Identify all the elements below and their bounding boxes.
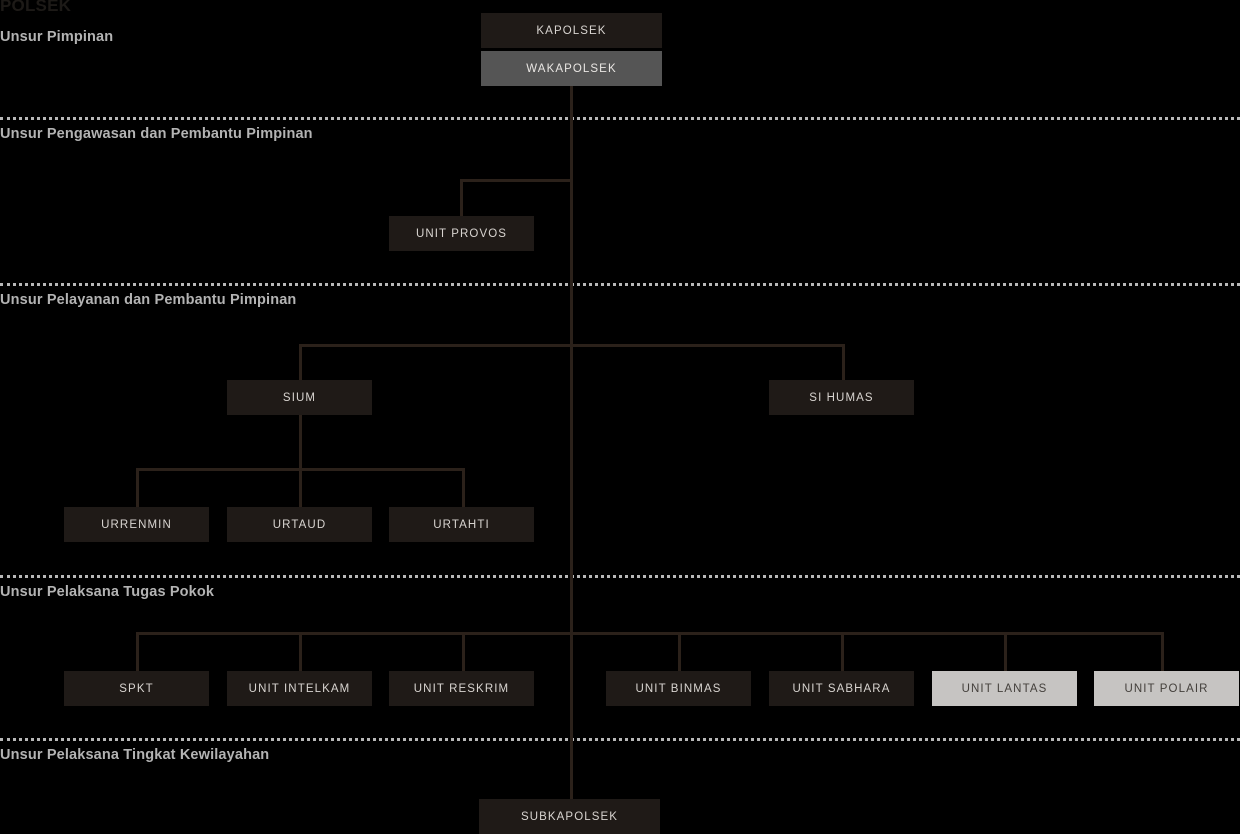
connector-urrenmin-drop: [136, 468, 139, 507]
node-unit-binmas[interactable]: UNIT BINMAS: [606, 671, 751, 706]
node-wakapolsek[interactable]: WAKAPOLSEK: [481, 51, 662, 86]
trunk-line-upper: [570, 86, 573, 344]
section-label-pelayanan: Unsur Pelayanan dan Pembantu Pimpinan: [0, 292, 297, 308]
trunk-line-middle: [570, 344, 573, 633]
node-urtaud[interactable]: URTAUD: [227, 507, 372, 542]
divider-pimpinan: [0, 117, 1240, 120]
connector-pelaksana-bus: [136, 632, 1164, 635]
trunk-line-lower: [570, 633, 573, 799]
connector-sium-stem: [299, 415, 302, 468]
node-sium[interactable]: SIUM: [227, 380, 372, 415]
node-unit-provos[interactable]: UNIT PROVOS: [389, 216, 534, 251]
node-unit-intelkam[interactable]: UNIT INTELKAM: [227, 671, 372, 706]
connector-binmas-drop: [678, 632, 681, 671]
node-subkapolsek[interactable]: SUBKAPOLSEK: [479, 799, 660, 834]
node-unit-sabhara[interactable]: UNIT SABHARA: [769, 671, 914, 706]
connector-provos-vertical: [460, 179, 463, 217]
node-urtahti[interactable]: URTAHTI: [389, 507, 534, 542]
divider-pengawasan: [0, 283, 1240, 286]
node-urrenmin[interactable]: URRENMIN: [64, 507, 209, 542]
connector-polair-drop: [1161, 632, 1164, 671]
section-label-pengawasan: Unsur Pengawasan dan Pembantu Pimpinan: [0, 126, 313, 142]
divider-pelayanan: [0, 575, 1240, 578]
connector-pelayanan-bus: [299, 344, 845, 347]
connector-sium-drop: [299, 344, 302, 380]
connector-reskrim-drop: [462, 632, 465, 671]
section-label-kewilayahan: Unsur Pelaksana Tingkat Kewilayahan: [0, 747, 270, 763]
connector-intelkam-drop: [299, 632, 302, 671]
divider-pelaksana: [0, 738, 1240, 741]
connector-spkt-drop: [136, 632, 139, 671]
connector-urtaud-drop: [299, 468, 302, 507]
page-title: POLSEK: [0, 0, 72, 15]
node-unit-polair[interactable]: UNIT POLAIR: [1094, 671, 1239, 706]
node-si-humas[interactable]: SI HUMAS: [769, 380, 914, 415]
node-unit-reskrim[interactable]: UNIT RESKRIM: [389, 671, 534, 706]
node-spkt[interactable]: SPKT: [64, 671, 209, 706]
node-unit-lantas[interactable]: UNIT LANTAS: [932, 671, 1077, 706]
connector-sabhara-drop: [841, 632, 844, 671]
connector-provos-horizontal: [460, 179, 573, 182]
connector-sihumas-drop: [842, 344, 845, 380]
node-kapolsek[interactable]: KAPOLSEK: [481, 13, 662, 48]
section-label-pimpinan: Unsur Pimpinan: [0, 29, 114, 45]
connector-lantas-drop: [1004, 632, 1007, 671]
connector-urtahti-drop: [462, 468, 465, 507]
section-label-pelaksana: Unsur Pelaksana Tugas Pokok: [0, 584, 215, 600]
